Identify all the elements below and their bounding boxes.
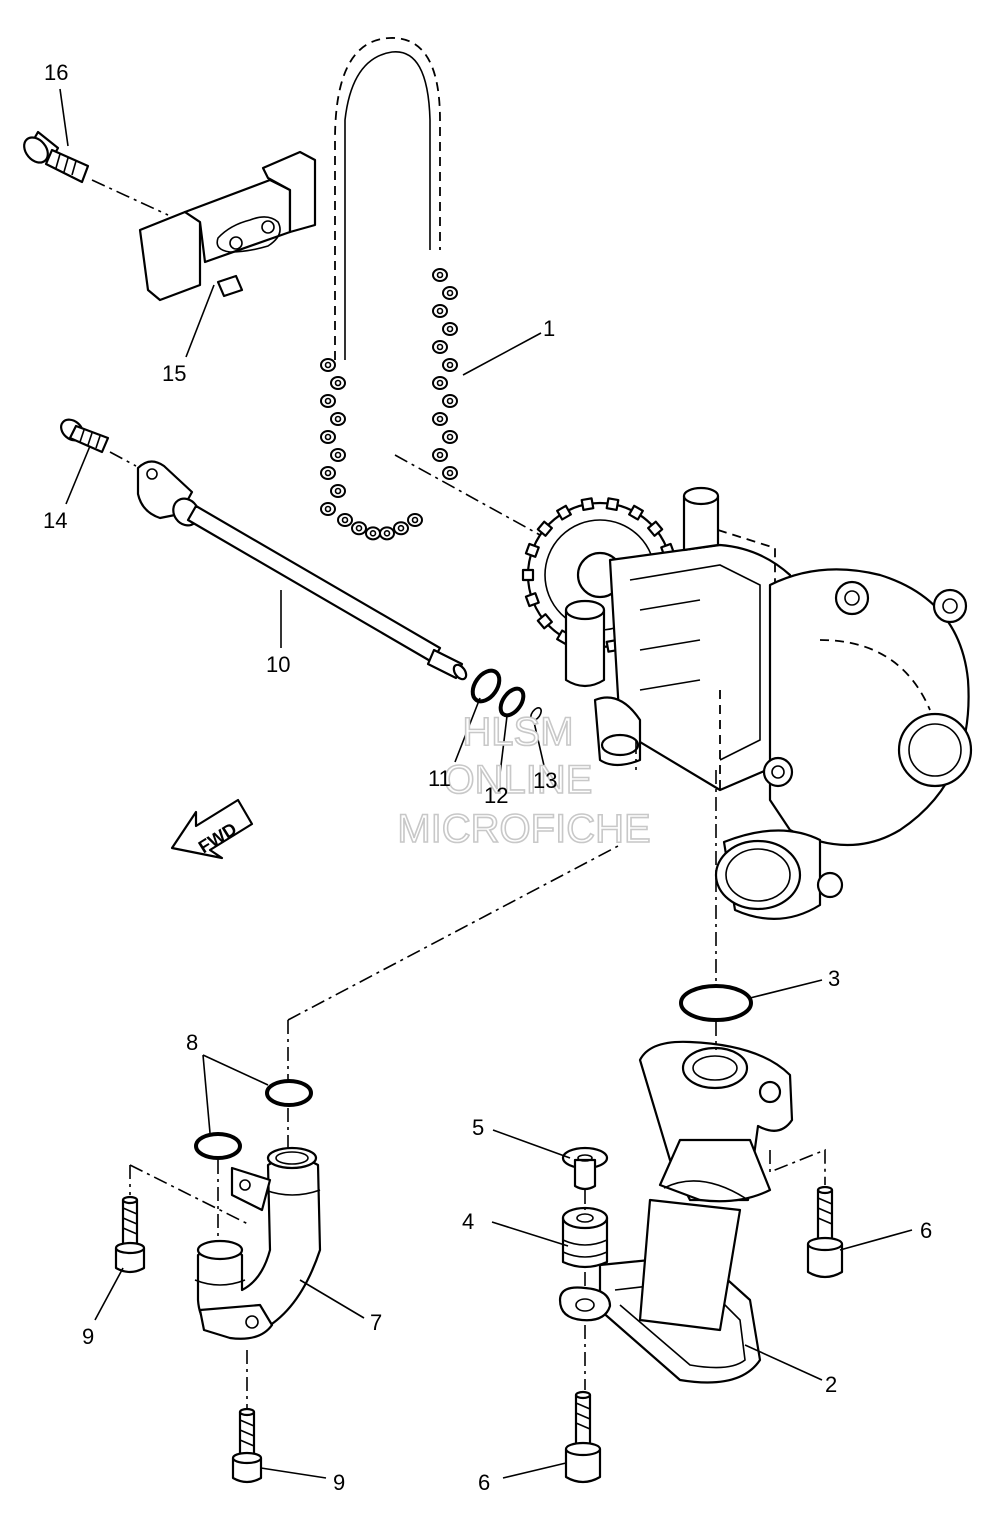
o-ring-13[interactable] (529, 706, 544, 722)
watermark-line-1: HLSM (462, 710, 573, 754)
callout-4[interactable]: 4 (462, 1209, 474, 1234)
flange-bolt-6-upper[interactable] (806, 1185, 844, 1279)
chain-guide-bracket[interactable] (138, 150, 317, 302)
callout-15[interactable]: 15 (162, 361, 186, 386)
callout-11[interactable]: 11 (428, 766, 451, 791)
callout-5[interactable]: 5 (472, 1115, 484, 1140)
callout-12[interactable]: 12 (484, 783, 508, 808)
callout-9-left[interactable]: 9 (82, 1324, 94, 1349)
flange-bolt-6-lower[interactable] (564, 1390, 602, 1484)
oil-pump-assembly[interactable] (521, 486, 973, 920)
o-ring-11[interactable] (467, 666, 505, 706)
pipe-bolt[interactable] (57, 415, 110, 454)
callout-13[interactable]: 13 (533, 768, 557, 793)
damper[interactable] (561, 1206, 609, 1269)
o-ring-12[interactable] (496, 685, 528, 720)
oil-strainer[interactable] (558, 1040, 794, 1384)
collar[interactable] (561, 1146, 609, 1191)
callout-16[interactable]: 16 (44, 60, 68, 85)
callout-1[interactable]: 1 (543, 316, 555, 341)
callout-9-bottom[interactable]: 9 (333, 1470, 345, 1495)
oil-pipe-7[interactable] (194, 1146, 322, 1340)
bracket-bolt[interactable] (19, 130, 90, 184)
callout-6-right[interactable]: 6 (920, 1218, 932, 1243)
bolt-9-upper[interactable] (114, 1195, 146, 1274)
watermark-line-3: MICROFICHE (397, 807, 650, 851)
bolt-9-lower[interactable] (231, 1407, 263, 1484)
forward-direction-arrow: FWD (170, 798, 254, 860)
oil-delivery-pipe[interactable] (136, 460, 469, 681)
o-ring-8-lower[interactable] (194, 1132, 242, 1160)
callout-8[interactable]: 8 (186, 1030, 198, 1055)
drive-chain[interactable] (320, 37, 458, 541)
callout-2[interactable]: 2 (825, 1372, 837, 1397)
o-ring-3[interactable] (679, 984, 753, 1022)
callout-6-bottom[interactable]: 6 (478, 1470, 490, 1495)
callout-7[interactable]: 7 (370, 1310, 382, 1335)
o-ring-8-upper[interactable] (265, 1079, 313, 1107)
callout-3[interactable]: 3 (828, 966, 840, 991)
callout-10[interactable]: 10 (266, 652, 290, 677)
watermark-line-2: ONLINE (444, 758, 593, 802)
callout-14[interactable]: 14 (43, 508, 67, 533)
watermark: HLSM ONLINE MICROFICHE (397, 709, 652, 852)
